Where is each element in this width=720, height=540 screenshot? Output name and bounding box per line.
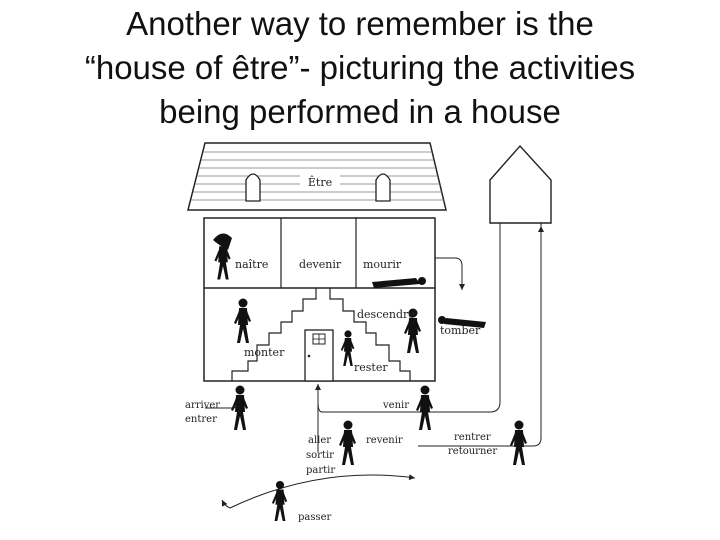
- roof-window-left: [245, 173, 261, 202]
- label-devenir: devenir: [299, 258, 342, 271]
- label-aller: aller: [308, 435, 331, 446]
- label-descendre: descendre: [357, 308, 415, 321]
- staircase-left: [231, 288, 317, 381]
- label-retourner: retourner: [448, 446, 497, 457]
- figure-rentrer: [510, 420, 527, 465]
- label-venir: venir: [382, 400, 409, 411]
- title-line-1: Another way to remember is the: [126, 5, 594, 42]
- figure-mourir: [372, 278, 420, 288]
- label-revenir: revenir: [366, 435, 403, 446]
- figure-revenir: [339, 420, 356, 465]
- roof-window-right: [375, 173, 391, 202]
- figure-tomber: [444, 318, 486, 328]
- label-entrer: entrer: [185, 414, 217, 425]
- title-line-2: “house of être”- picturing the activitie…: [84, 49, 636, 86]
- label-rentrer: rentrer: [454, 432, 491, 443]
- roof: Être: [187, 142, 447, 211]
- label-naitre: naître: [235, 258, 268, 271]
- roof-label: Être: [308, 175, 332, 189]
- label-tomber: tomber: [440, 324, 481, 337]
- label-partir: partir: [306, 465, 335, 476]
- house-body: [203, 217, 436, 382]
- label-monter: monter: [244, 346, 285, 359]
- figures: [213, 233, 527, 521]
- staircase-right: [329, 288, 411, 381]
- label-rester: rester: [354, 361, 388, 374]
- label-arriver: arriver: [185, 400, 220, 411]
- label-mourir: mourir: [363, 258, 402, 271]
- label-passer: passer: [298, 512, 332, 523]
- label-sortir: sortir: [306, 450, 334, 461]
- slide-title: Another way to remember is the “house of…: [0, 2, 720, 134]
- figure-venir: [416, 385, 433, 430]
- title-line-3: being performed in a house: [159, 93, 561, 130]
- figure-arriver: [231, 385, 248, 430]
- small-house: [489, 144, 552, 224]
- verb-labels: naître devenir mourir descendre tomber m…: [185, 258, 497, 523]
